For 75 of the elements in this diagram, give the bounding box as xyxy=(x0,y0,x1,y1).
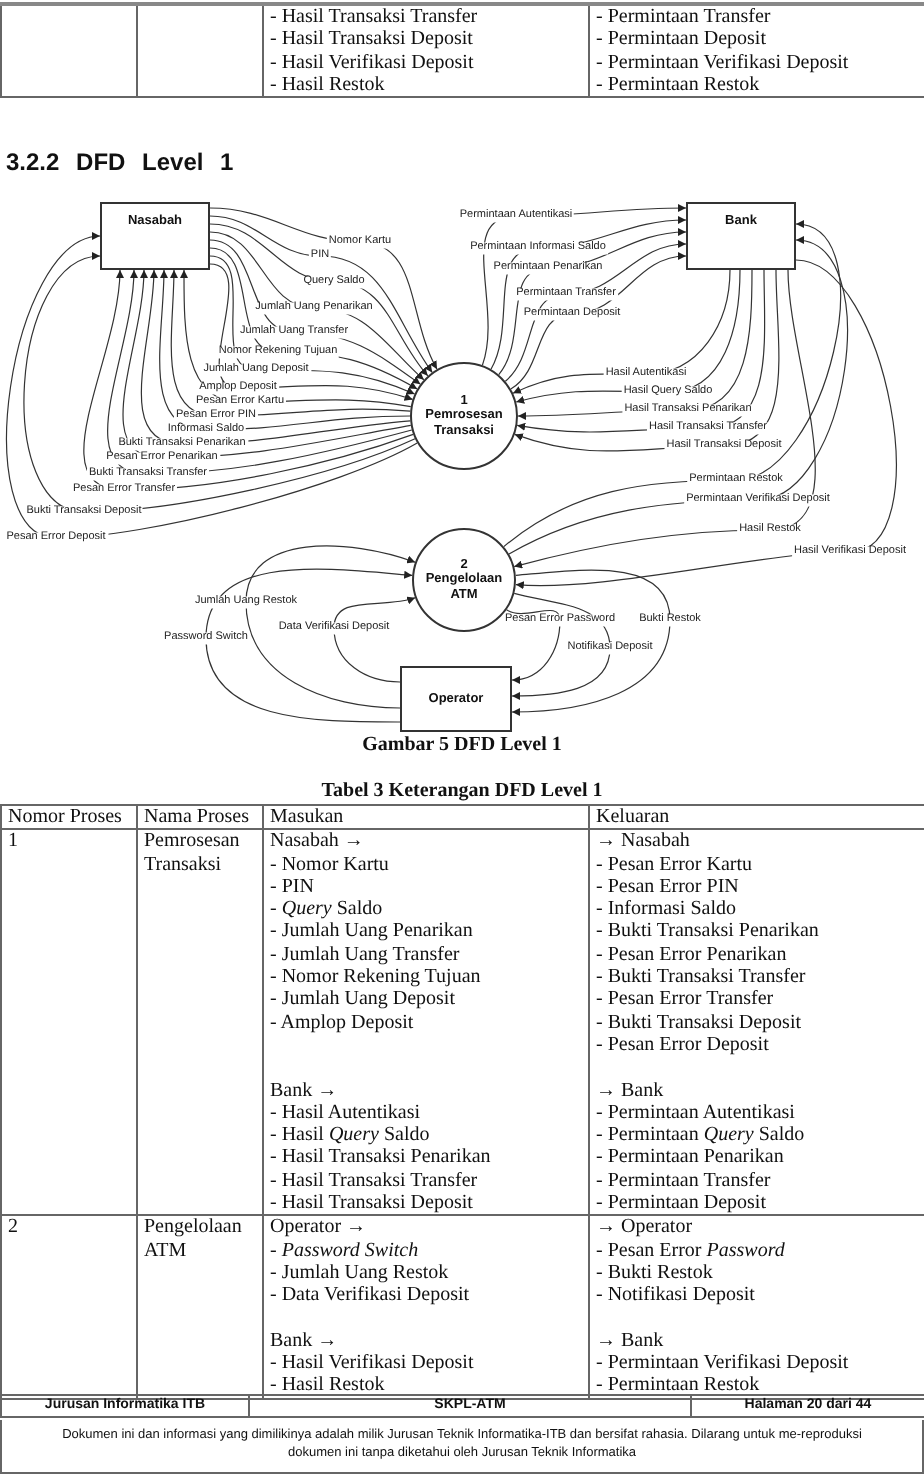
cell-text: - Permintaan Deposit xyxy=(596,1192,768,1215)
cell-text: - Hasil Query Saldo xyxy=(270,1124,432,1147)
cell-text: - Informasi Saldo xyxy=(596,898,738,921)
column-header: Masukan xyxy=(270,806,346,829)
cell-text: - Jumlah Uang Restok xyxy=(270,1261,451,1285)
figure-caption: Gambar 5 DFD Level 1 xyxy=(360,734,564,756)
cell-text: - Hasil Transaksi Penarikan xyxy=(270,1146,493,1170)
cell-text: - Permintaan Query Saldo xyxy=(596,1124,807,1147)
column-header: Nomor Proses xyxy=(8,806,124,829)
cell-text: 1 xyxy=(8,830,20,854)
cell-text: - Hasil Autentikasi xyxy=(270,1101,422,1125)
cell-text: - Pesan Error Transfer xyxy=(596,988,776,1012)
arrow xyxy=(506,609,561,684)
cell-text: - Permintaan Restok xyxy=(596,73,762,97)
cell-text: - Permintaan Penarikan xyxy=(596,1146,786,1170)
cell-text: - Nomor Rekening Tujuan xyxy=(270,966,483,989)
cell-text: Bank → xyxy=(270,1329,340,1353)
cell-text: - Permintaan Verifikasi Deposit xyxy=(596,1352,851,1375)
cell-text: - Password Switch xyxy=(270,1239,421,1262)
cell-text: - Permintaan Restok xyxy=(596,1374,762,1398)
cell-text: - Hasil Verifikasi Deposit xyxy=(270,51,476,74)
cell-text: - Pesan Error Password xyxy=(596,1239,787,1262)
cell-text: - Permintaan Transfer xyxy=(596,1169,773,1193)
cell-text: - Permintaan Autentikasi xyxy=(596,1101,797,1125)
cell-text: - Permintaan Deposit xyxy=(596,28,768,52)
column-header: Nama Proses xyxy=(144,806,251,829)
cell-text: - Permintaan Transfer xyxy=(596,6,773,29)
external-entity-box xyxy=(100,202,210,270)
arrow xyxy=(511,569,671,716)
cell-text: - Hasil Transaksi Transfer xyxy=(270,1169,480,1193)
arrow xyxy=(333,596,416,683)
cell-text: - Bukti Transaksi Transfer xyxy=(596,966,808,989)
cell-text: - Pesan Error PIN xyxy=(596,875,741,899)
cell-text: - Jumlah Uang Transfer xyxy=(270,943,462,967)
cell-text: - Pesan Error Deposit xyxy=(596,1033,771,1057)
cell-text: - Jumlah Uang Penarikan xyxy=(270,920,475,944)
cell-text: - Bukti Transaksi Penarikan xyxy=(596,920,821,944)
cell-text: - Notifikasi Deposit xyxy=(596,1284,757,1308)
arrow xyxy=(511,592,611,700)
cell-text: Pengelolaan ATM xyxy=(144,1216,244,1262)
cell-text: - Amplop Deposit xyxy=(270,1011,416,1034)
arrow xyxy=(245,545,416,709)
cell-text: - Hasil Restok xyxy=(270,1374,387,1398)
external-entity-box xyxy=(686,202,796,270)
section-heading: 3.2.2 DFD Level 1 xyxy=(6,148,234,176)
cell-text: Operator → xyxy=(270,1216,369,1240)
process-circle xyxy=(410,362,518,470)
arrow xyxy=(6,234,418,539)
cell-text: → Bank xyxy=(596,1079,666,1102)
cell-text: - Hasil Transaksi Transfer xyxy=(270,6,480,29)
cell-text: Nasabah → xyxy=(270,830,366,854)
cell-text: - Pesan Error Penarikan xyxy=(596,943,789,967)
cell-text: - Hasil Verifikasi Deposit xyxy=(270,1352,476,1375)
column-header: Keluaran xyxy=(596,806,672,829)
arrow xyxy=(205,568,413,723)
cell-text: - PIN xyxy=(270,875,316,899)
cell-text: - Hasil Transaksi Deposit xyxy=(270,1192,475,1215)
cell-text: - Data Verifikasi Deposit xyxy=(270,1284,472,1308)
table-caption: Tabel 3 Keterangan DFD Level 1 xyxy=(319,780,605,802)
cell-text: - Nomor Kartu xyxy=(270,853,391,876)
cell-text: - Pesan Error Kartu xyxy=(596,853,755,876)
cell-text: - Jumlah Uang Deposit xyxy=(270,988,457,1012)
cell-text: - Query Saldo xyxy=(270,898,385,921)
external-entity-box xyxy=(400,666,512,732)
cell-text: - Bukti Transaksi Deposit xyxy=(596,1011,804,1034)
cell-text: Pemrosesan Transaksi xyxy=(144,830,242,876)
cell-text: → Bank xyxy=(596,1329,666,1353)
cell-text: - Hasil Transaksi Deposit xyxy=(270,28,475,52)
cell-text: → Nasabah xyxy=(596,830,692,854)
cell-text: Bank → xyxy=(270,1079,340,1102)
cell-text: - Hasil Restok xyxy=(270,73,387,97)
cell-text: 2 xyxy=(8,1216,20,1240)
cell-text: - Bukti Restok xyxy=(596,1261,715,1285)
cell-text: - Permintaan Verifikasi Deposit xyxy=(596,51,851,74)
cell-text: → Operator xyxy=(596,1216,695,1240)
